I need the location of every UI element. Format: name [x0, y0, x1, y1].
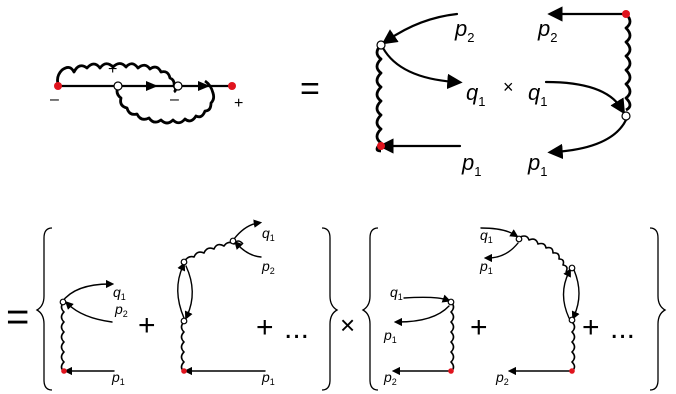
outgoing-momentum-line [483, 242, 519, 263]
external-vertex [61, 368, 67, 374]
external-vertex [377, 142, 385, 150]
momentum-label: p1 [527, 150, 547, 179]
factor-diagram-2: p2 q1 p1 [527, 6, 632, 179]
momentum-label: q1 [466, 80, 485, 109]
incoming-momentum-line [403, 294, 451, 303]
photon-line-lower [180, 321, 185, 373]
photon-line-vertical [375, 44, 383, 153]
internal-vertex [447, 298, 455, 306]
plus-sign: + [256, 311, 274, 344]
external-vertex [569, 368, 575, 374]
outgoing-momentum-line [547, 118, 628, 160]
momentum-label: p2 [261, 258, 275, 276]
equals-sign: = [300, 70, 320, 108]
internal-vertex [180, 258, 188, 266]
ellipsis: ... [610, 312, 635, 345]
photon-line-vertical [60, 301, 65, 373]
momentum-label: p1 [261, 369, 275, 387]
incoming-momentum-line [65, 301, 113, 323]
internal-vertex [229, 237, 237, 245]
momentum-label: q1 [390, 284, 403, 302]
two-loop-diagram: + – – + [50, 61, 243, 125]
internal-vertex [173, 81, 183, 91]
equals-sign: = [6, 295, 29, 339]
internal-vertex [180, 317, 188, 325]
incoming-momentum-line [480, 227, 519, 238]
incoming-momentum-line [381, 12, 459, 45]
vertex-sign-label: + [234, 95, 243, 112]
momentum-label: p1 [111, 369, 125, 387]
photon-line-lower [571, 321, 576, 372]
incoming-momentum-line [234, 240, 262, 258]
external-vertex [622, 10, 630, 18]
outgoing-momentum-line [233, 219, 263, 240]
internal-vertex [568, 316, 576, 324]
momentum-label: p2 [114, 301, 128, 319]
arrow-left-icon [198, 81, 210, 91]
times-sign: × [340, 310, 355, 340]
incoming-momentum-line [544, 80, 626, 115]
plus-sign: + [138, 309, 156, 342]
vertex-sign-label: + [108, 61, 117, 78]
momentum-label: p1 [461, 150, 481, 179]
external-vertex [448, 368, 454, 374]
lower-photon-line [115, 79, 216, 125]
plus-sign: + [582, 311, 600, 344]
series-term-4: q1 p1 p2 [479, 227, 580, 387]
series-term-1: q1 p2 p1 [59, 279, 128, 387]
internal-vertex [376, 40, 386, 50]
photon-line-upper [519, 235, 568, 273]
momentum-label: p1 [479, 258, 493, 276]
plus-sign: + [470, 311, 488, 344]
arrow-left-icon [146, 81, 158, 91]
ellipsis: ... [284, 312, 309, 345]
external-vertex-right [228, 82, 236, 90]
momentum-label: q1 [262, 225, 275, 243]
external-vertex-left [54, 82, 62, 90]
upper-photon-line [56, 62, 177, 94]
loop-line [177, 262, 186, 319]
outgoing-momentum-line [61, 279, 115, 303]
loop-line [571, 269, 580, 320]
photon-line-vertical [450, 301, 455, 373]
momentum-label: q1 [528, 80, 547, 109]
internal-vertex [568, 264, 576, 272]
series-term-3: q1 p1 p2 [383, 284, 455, 387]
vertex-sign-label: – [50, 91, 59, 108]
photon-line-vertical [624, 13, 632, 112]
momentum-label: q1 [113, 284, 126, 302]
momentum-label: p2 [383, 369, 397, 387]
internal-vertex [59, 298, 67, 306]
internal-vertex [515, 235, 523, 243]
left-brace-close [321, 227, 339, 391]
momentum-label: p2 [495, 369, 509, 387]
outgoing-momentum-line [381, 46, 463, 90]
loop-line [562, 268, 571, 319]
right-brace-close [649, 227, 667, 391]
momentum-label: q1 [480, 227, 493, 245]
momentum-label: p1 [383, 327, 397, 345]
factor-diagram-1: p2 q1 p1 [375, 12, 485, 179]
series-term-2: q1 p2 p1 [177, 219, 275, 387]
internal-vertex [621, 111, 631, 121]
internal-vertex [113, 81, 123, 91]
left-brace-open [35, 227, 53, 391]
times-sign: × [503, 77, 514, 97]
vertex-sign-label: – [170, 91, 179, 108]
loop-line [184, 265, 193, 320]
right-brace-open [361, 227, 379, 391]
momentum-label: p2 [537, 16, 557, 45]
outgoing-momentum-line [393, 305, 450, 327]
external-vertex [181, 368, 187, 374]
momentum-label: p2 [454, 16, 474, 45]
